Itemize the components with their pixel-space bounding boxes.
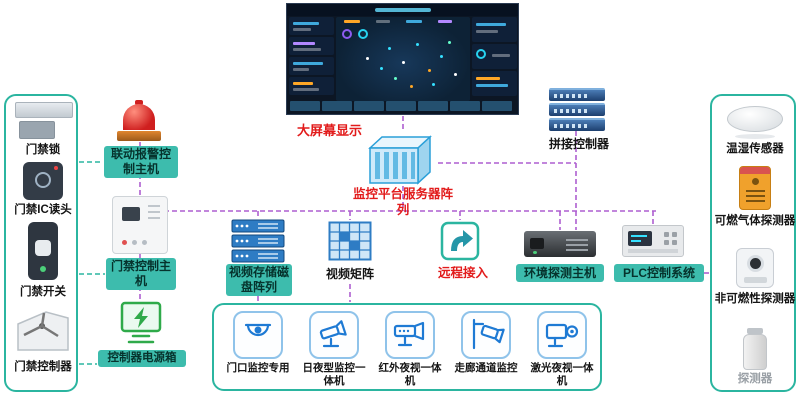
stat-ring-purple (342, 29, 352, 39)
laser-camera-icon (537, 311, 587, 359)
gas-detector-label: 可燃气体探测器 (714, 215, 796, 227)
daynight-camera-icon (309, 311, 359, 359)
camera-label: 门口监控专用 (226, 362, 290, 374)
remote-access-label: 远程接入 (437, 266, 488, 280)
power-box-label: 控制器电源箱 (98, 350, 186, 367)
corridor-camera-icon (461, 311, 511, 359)
door-lock-label: 门禁锁 (25, 144, 61, 156)
alarm-siren-icon (116, 100, 162, 142)
video-storage-label: 视频存储磁盘阵列 (226, 264, 292, 296)
detector-label: 探测器 (737, 373, 773, 385)
camera-item: 门口监控专用 (222, 305, 294, 389)
dashboard-map-area (336, 17, 470, 101)
infrared-camera-icon (385, 311, 435, 359)
detector-canister-icon (743, 328, 767, 370)
temp-humidity-sensor-icon (727, 106, 783, 139)
access-host-icon (112, 196, 168, 254)
camera-panel: 门口监控专用 日夜型监控一体机 (212, 303, 602, 391)
dashboard-header-bar (287, 4, 518, 16)
access-host-label: 门禁控制主机 (106, 258, 176, 290)
remote-access-icon (440, 221, 480, 266)
video-matrix-label: 视频矩阵 (325, 267, 374, 281)
turnstile-icon (12, 304, 74, 361)
ic-reader-label: 门禁IC读头 (14, 204, 72, 216)
access-controller-label: 门禁控制器 (14, 361, 72, 373)
noncombustible-detector-label: 非可燃性探测器 (714, 293, 796, 305)
dashboard-left-panel (289, 17, 334, 99)
temp-humidity-sensor-label: 温湿传感器 (726, 143, 784, 155)
plc-system-label: PLC控制系统 (614, 264, 704, 282)
stat-ring-cyan (358, 29, 368, 39)
big-screen-label: 大屏幕显示 (297, 123, 363, 138)
alarm-host-label: 联动报警控制主机 (104, 146, 178, 178)
gas-detector-icon (739, 166, 771, 210)
camera-item: 走廊通道监控 (450, 305, 522, 389)
splicing-controller-label: 拼接控制器 (548, 137, 609, 151)
big-screen-preview (286, 3, 519, 115)
video-matrix-icon (328, 221, 372, 266)
dashboard-right-panel (472, 17, 517, 99)
camera-label: 红外夜视一体机 (378, 362, 442, 388)
splicing-controller-icon (549, 88, 605, 133)
server-array-label: 监控平台服务器阵列 (352, 187, 453, 217)
camera-item: 激光夜视一体机 (526, 305, 598, 389)
server-array-icon (366, 132, 436, 191)
power-box-icon (117, 300, 165, 351)
camera-label: 激光夜视一体机 (530, 362, 594, 388)
access-control-device-panel: 门禁锁 门禁IC读头 门禁开关 门禁控制器 (4, 94, 78, 392)
door-switch-label: 门禁开关 (20, 286, 66, 298)
noncombustible-detector-icon (736, 248, 774, 288)
camera-label: 走廊通道监控 (454, 362, 518, 374)
camera-item: 日夜型监控一体机 (298, 305, 370, 389)
ic-reader-icon (23, 162, 63, 200)
dashboard-video-thumbnails (290, 101, 512, 111)
plc-system-icon (622, 225, 684, 257)
env-detect-host-icon (524, 231, 596, 257)
env-detect-host-label: 环境探测主机 (516, 264, 604, 282)
camera-label: 日夜型监控一体机 (302, 362, 366, 388)
door-switch-icon (28, 222, 58, 280)
dome-camera-icon (233, 311, 283, 359)
sensor-panel: 温湿传感器 可燃气体探测器 非可燃性探测器 探测器 (710, 94, 796, 392)
camera-item: 红外夜视一体机 (374, 305, 446, 389)
video-storage-icon (230, 219, 286, 268)
door-lock-icon (15, 102, 73, 139)
